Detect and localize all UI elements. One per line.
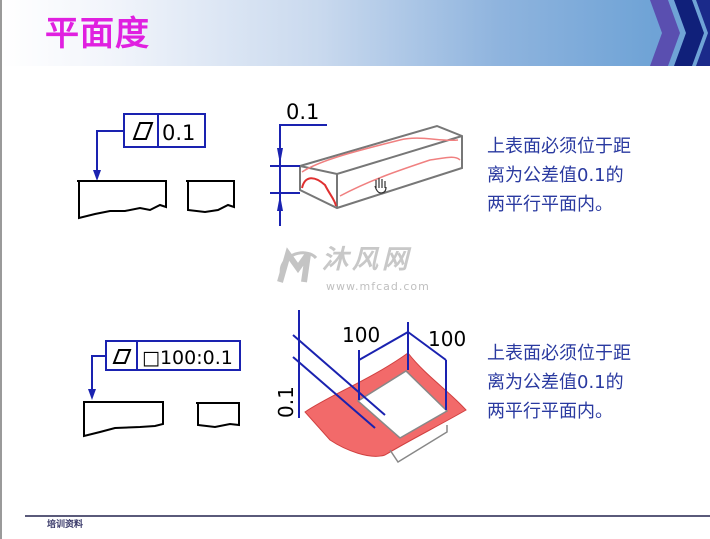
dimension-1 <box>270 124 327 226</box>
description-line: 上表面必须位于距 <box>487 343 631 364</box>
tolerance-value: □100:0.1 <box>142 347 233 369</box>
slide-border <box>0 0 2 539</box>
description-2: 上表面必须位于距 离为公差值0.1的 两平行平面内。 <box>487 339 631 426</box>
dimension-b: 100 <box>428 327 466 351</box>
footer-divider <box>25 515 710 517</box>
description-line: 两平行平面内。 <box>487 194 613 215</box>
plane-3d-2 <box>304 352 467 464</box>
watermark-name: 沐风网 <box>322 245 413 275</box>
description-line: 上表面必须位于距 <box>487 136 631 157</box>
description-line: 离为公差值0.1的 <box>487 165 624 186</box>
chevron-decoration-icon <box>650 0 710 66</box>
arrow-icon <box>277 195 283 211</box>
description-1: 上表面必须位于距 离为公差值0.1的 两平行平面内。 <box>487 132 631 219</box>
dimension-label: 0.1 <box>286 100 319 124</box>
hand-cursor-icon <box>374 178 387 194</box>
watermark-logo-icon <box>277 247 318 283</box>
dimension-2 <box>292 310 447 429</box>
watermark-url: www.mfcad.com <box>326 280 430 293</box>
tolerance-value: 0.1 <box>162 121 195 145</box>
footer-text: 培训资料 <box>47 520 84 530</box>
header-band <box>2 0 710 66</box>
flatness-icon <box>112 349 132 364</box>
box-3d-1 <box>299 124 463 210</box>
part-profile-side <box>186 180 235 214</box>
description-line: 离为公差值0.1的 <box>487 372 624 393</box>
dimension-a: 100 <box>342 323 380 347</box>
dimension-label: 0.1 <box>274 386 298 418</box>
part-profile <box>83 401 164 438</box>
page-title: 平面度 <box>45 14 150 54</box>
part-profile-side <box>196 402 240 429</box>
arrow-icon <box>277 148 283 164</box>
part-profile <box>77 180 167 220</box>
arrow-icon <box>88 389 96 400</box>
feature-control-frame-2 <box>91 340 241 394</box>
feature-control-frame-1 <box>96 113 206 176</box>
description-line: 两平行平面内。 <box>487 401 613 422</box>
arrow-icon <box>93 170 101 181</box>
flatness-icon <box>132 122 154 140</box>
